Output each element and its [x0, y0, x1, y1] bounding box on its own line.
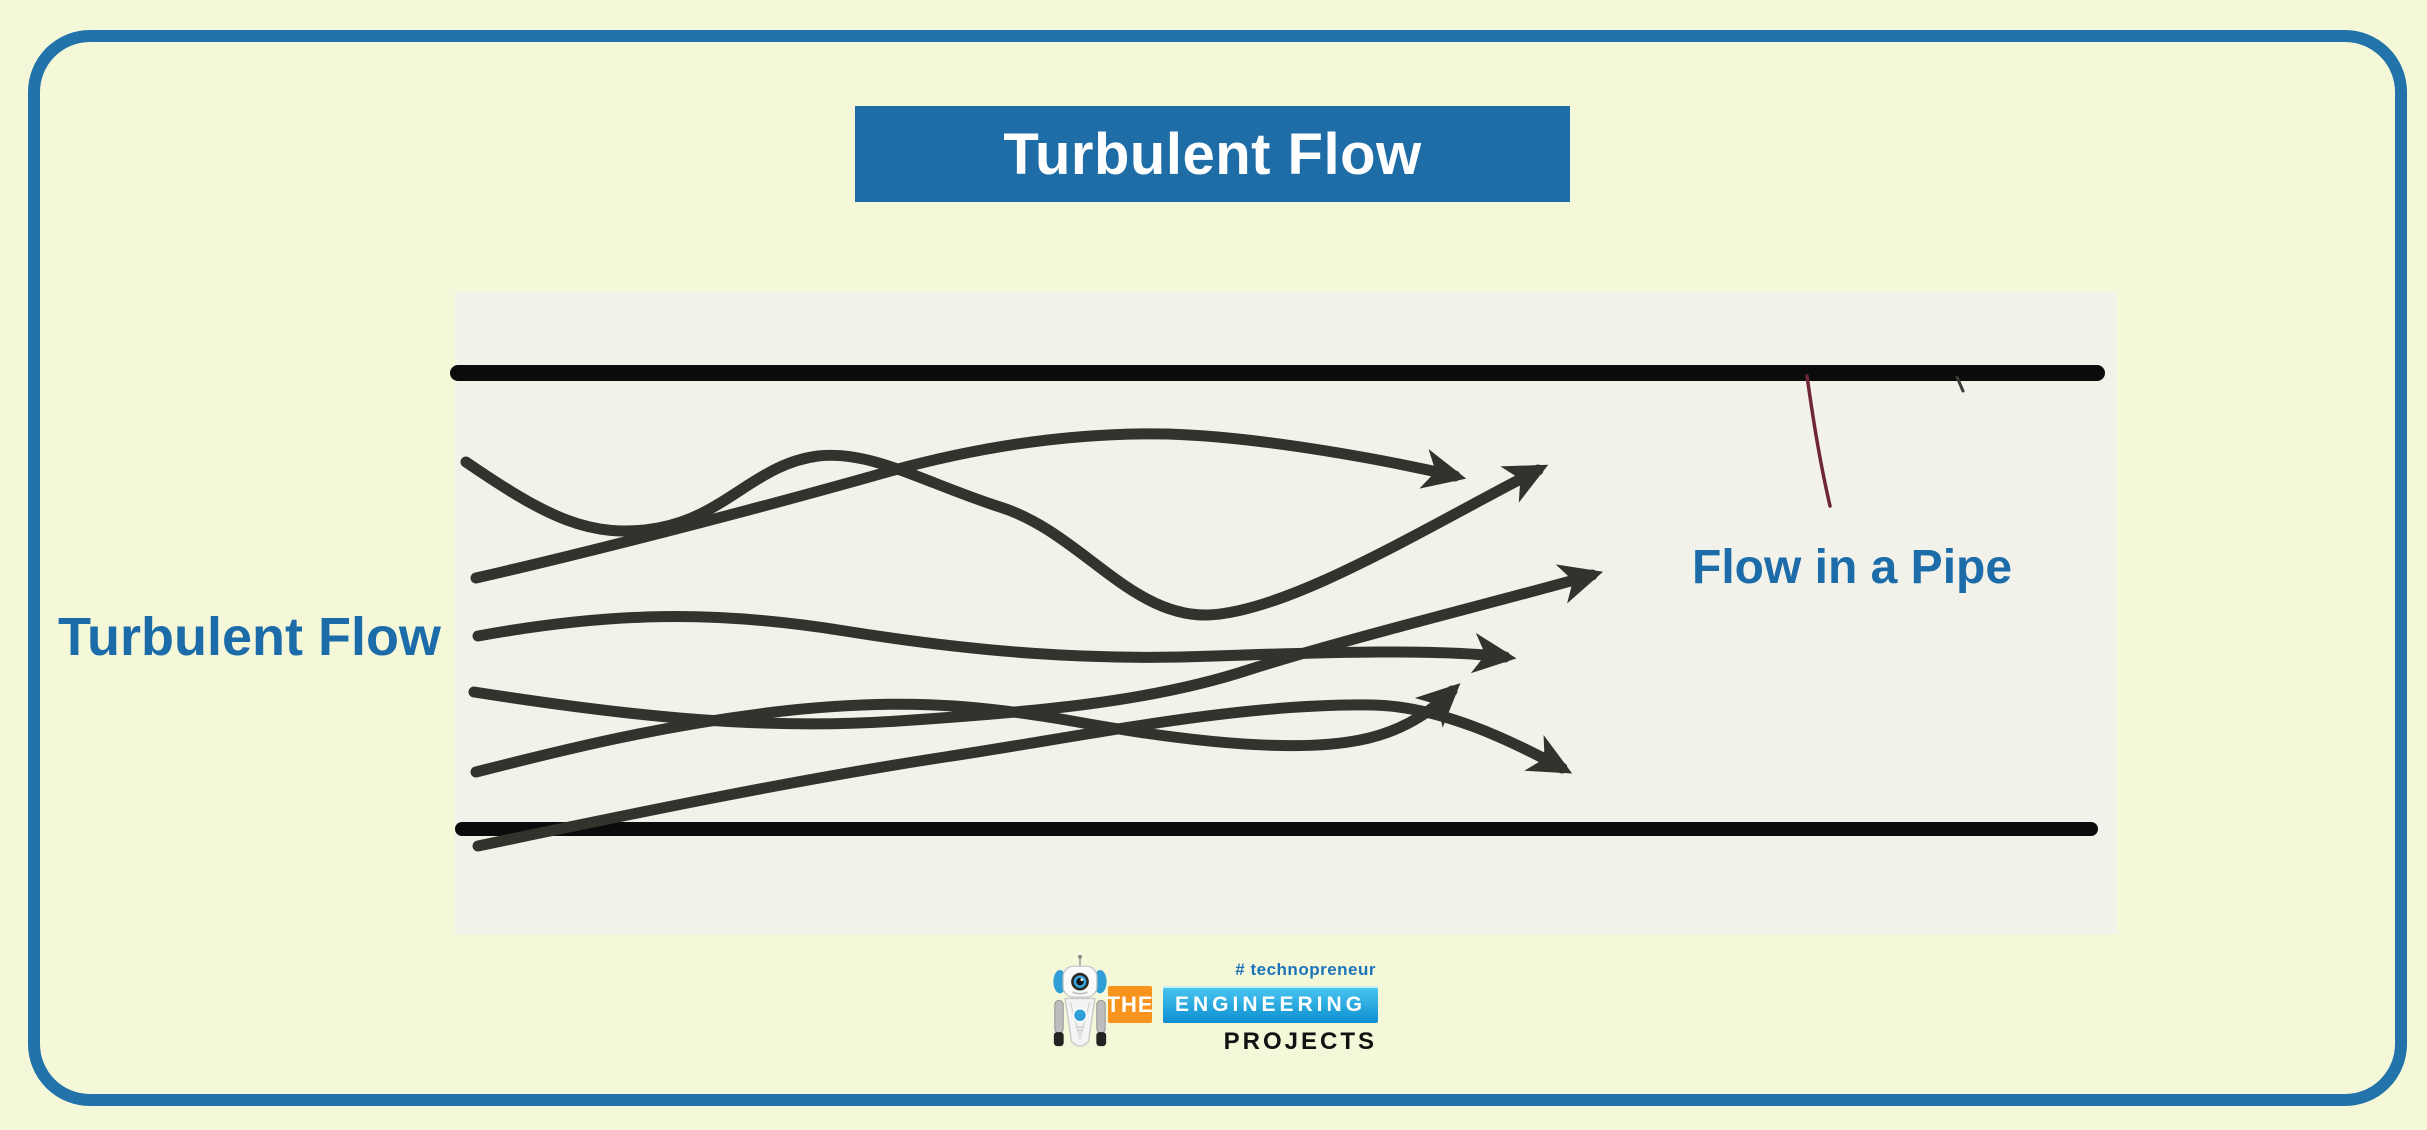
- flow-streamline: [470, 428, 1467, 584]
- header-banner: Turbulent Flow: [855, 106, 1570, 202]
- page-title: Turbulent Flow: [1003, 121, 1422, 187]
- flow-streamline: [472, 699, 1573, 852]
- engineering-projects-logo: # technopreneur THE ENGINEERING PROJECTS: [1050, 948, 1382, 1060]
- logo-word-engineering: ENGINEERING: [1163, 986, 1378, 1023]
- pipe-walls: [450, 365, 2105, 836]
- tagline: # technopreneur: [1235, 960, 1376, 979]
- flow-streamline: [470, 683, 1461, 778]
- flow-streamline: [468, 564, 1604, 730]
- flow-streamline: [472, 611, 1517, 674]
- robot-mascot-icon: [1053, 954, 1107, 1047]
- stray-marks: [1805, 374, 1965, 508]
- logo-word-the: THE: [1107, 986, 1153, 1023]
- left-caption: Turbulent Flow: [58, 607, 441, 667]
- tick-mark: [1955, 375, 1965, 393]
- scratch-mark: [1805, 374, 1832, 508]
- flow-streamline: [460, 449, 1549, 621]
- right-caption: Flow in a Pipe: [1692, 541, 2013, 594]
- logo-word-projects: PROJECTS: [1223, 1028, 1377, 1055]
- turbulent-flow-lines: [460, 428, 1604, 852]
